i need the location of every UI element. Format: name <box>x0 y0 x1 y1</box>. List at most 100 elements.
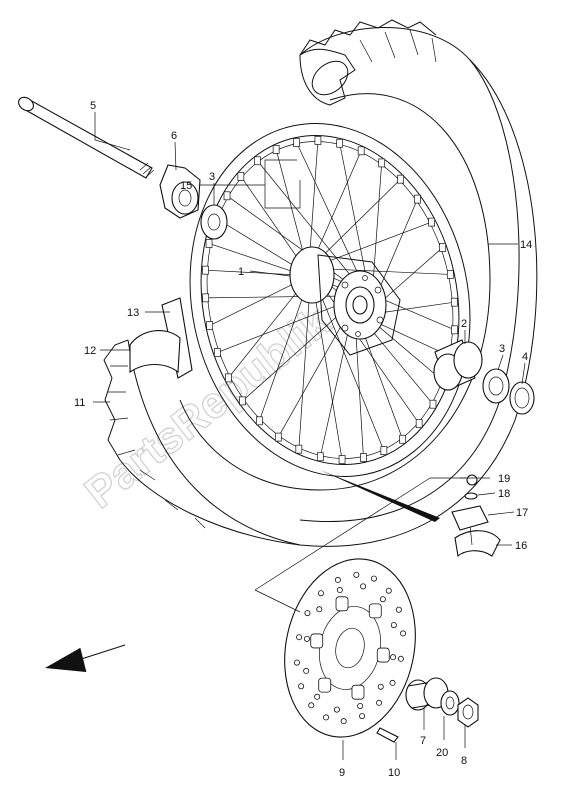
spoke <box>309 140 319 258</box>
disc-hole <box>400 630 407 637</box>
spoke-nipple <box>439 243 447 252</box>
spoke <box>240 176 302 264</box>
spoke <box>314 150 362 258</box>
spoke-nipple <box>336 138 344 148</box>
spoke-nipple <box>293 138 300 147</box>
spoke <box>368 318 452 357</box>
spoke-nipple <box>314 136 322 145</box>
disc-cutout <box>376 647 390 663</box>
callouts: 5 6 3 15 1 14 13 2 12 3 4 11 19 18 17 16… <box>74 100 532 779</box>
disc-cutout <box>335 596 349 612</box>
axle-nut <box>457 697 479 728</box>
spoke-nipple <box>397 174 404 184</box>
spoke-nipple <box>380 446 388 455</box>
callout-10: 10 <box>388 767 400 779</box>
disc-hole <box>316 606 323 613</box>
spoke-nipple <box>399 434 406 444</box>
spoke-nipple <box>202 265 209 275</box>
spoke <box>205 269 299 276</box>
callout-14: 14 <box>520 239 532 251</box>
spoke-nipple <box>237 172 245 181</box>
spoke <box>318 290 385 451</box>
disc-hole <box>379 596 386 603</box>
spoke <box>359 322 403 440</box>
disc-cutout <box>351 684 365 700</box>
hub <box>289 246 401 356</box>
callout-5: 5 <box>90 100 96 112</box>
spoke <box>318 178 401 260</box>
spoke <box>228 286 302 379</box>
callout-18: 18 <box>498 488 510 500</box>
callout-9: 9 <box>339 767 345 779</box>
disc-hole <box>389 679 396 686</box>
disc-hole <box>385 587 392 594</box>
disc-hole <box>334 576 341 583</box>
rim <box>189 123 471 477</box>
callout-17: 17 <box>516 507 528 519</box>
spoke-nipple <box>202 293 210 303</box>
spoke-nipple <box>205 239 213 248</box>
spoke-nipple <box>378 158 386 168</box>
disc-hole <box>296 634 303 641</box>
disc-cutout <box>368 603 382 619</box>
callout-13: 13 <box>127 307 139 319</box>
axle <box>18 96 155 179</box>
spoke-nipple <box>446 270 454 279</box>
spoke-nipple <box>295 444 303 454</box>
spoke-nipple <box>256 416 263 426</box>
spoke <box>242 307 347 402</box>
spoke <box>296 142 366 289</box>
spoke-nipple <box>428 217 435 227</box>
disc-hole <box>323 714 330 721</box>
spoke <box>278 313 349 438</box>
callout-20: 20 <box>436 747 448 759</box>
spoke <box>298 292 310 450</box>
callout-2: 2 <box>461 318 467 330</box>
disc-hole <box>314 693 321 700</box>
disc-hole <box>353 571 360 578</box>
watermark: PartsRepublik <box>76 297 340 518</box>
washer <box>440 690 460 716</box>
spoke-nipple <box>239 396 246 406</box>
bearing-left <box>200 204 228 240</box>
disc-hole <box>360 583 367 590</box>
callout-11: 11 <box>74 397 85 409</box>
disc-hole <box>359 713 366 720</box>
disc-hole <box>357 702 364 709</box>
spoke <box>319 318 352 457</box>
disc-hole <box>336 587 343 594</box>
spoke <box>314 292 343 460</box>
brake-disc <box>284 558 416 738</box>
spoke <box>216 218 300 270</box>
spoke-nipple <box>415 419 423 428</box>
spoke <box>257 160 361 288</box>
spoke <box>364 321 434 405</box>
disc-cutout <box>318 677 332 693</box>
spokes <box>202 136 458 464</box>
spoke-nipple <box>338 455 346 464</box>
spoke <box>354 321 364 458</box>
disc-cutout <box>310 633 324 649</box>
callout-19: 19 <box>498 473 510 485</box>
disc-hole <box>304 610 311 617</box>
disc-hole <box>303 635 310 642</box>
callout-6: 6 <box>171 130 177 142</box>
spoke <box>259 290 306 421</box>
callout-3-right: 3 <box>499 343 505 355</box>
disc-hole <box>317 590 324 597</box>
spoke-nipple <box>223 191 231 201</box>
disc-hole <box>333 706 340 713</box>
spoke <box>209 280 300 326</box>
rim-band <box>129 297 193 379</box>
disc-hole <box>370 575 377 582</box>
spoke-nipple <box>206 321 214 330</box>
spoke-nipple <box>414 194 421 204</box>
callout-12: 12 <box>84 345 96 357</box>
disc-hole <box>308 702 315 709</box>
disc-hole <box>303 667 310 674</box>
spoke <box>217 301 347 353</box>
disc-hole <box>376 699 383 706</box>
direction-arrow-icon <box>45 644 126 673</box>
spoke-nipple <box>272 145 280 154</box>
